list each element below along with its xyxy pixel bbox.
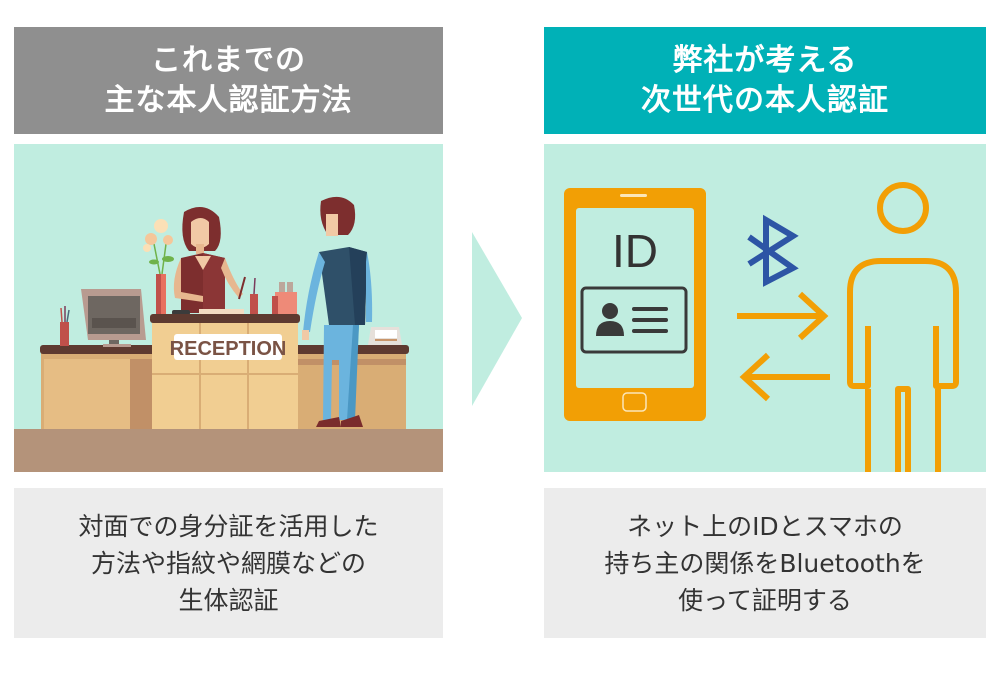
side-desk-left — [40, 345, 162, 429]
digital-id-illustration: ID — [544, 144, 986, 472]
receptionist — [172, 207, 246, 315]
pen-cup — [60, 306, 70, 346]
arrow-right-icon — [737, 291, 829, 341]
reception-counter: RECEPTION — [150, 314, 300, 429]
reception-sign-text: RECEPTION — [170, 338, 287, 360]
caption-line: ネット上のIDとスマホの — [627, 511, 903, 541]
header-line: 主な本人認証方法 — [104, 82, 353, 118]
next-gen-caption: ネット上のIDとスマホの 持ち主の関係をBluetoothを 使って証明する — [544, 488, 986, 638]
current-methods-header: これまでの 主な本人認証方法 — [14, 27, 443, 134]
pen-cup — [250, 277, 258, 316]
arrow-left-icon — [739, 352, 830, 402]
card-holder — [272, 282, 297, 316]
caption-line: 生体認証 — [178, 585, 279, 615]
transition-arrow-icon — [470, 230, 526, 408]
floor — [14, 429, 443, 472]
person-icon — [847, 182, 959, 472]
bluetooth-icon — [747, 214, 799, 287]
desk-sign — [368, 327, 402, 345]
current-methods-caption: 対面での身分証を活用した 方法や指紋や網膜などの 生体認証 — [14, 488, 443, 638]
caption-line: 方法や指紋や網膜などの — [90, 548, 366, 578]
header-line: これまでの — [151, 42, 306, 78]
header-line: 弊社が考える — [672, 42, 858, 78]
next-gen-header: 弊社が考える 次世代の本人認証 — [544, 27, 986, 134]
caption-line: 対面での身分証を活用した — [78, 511, 379, 541]
flower-vase — [143, 219, 174, 317]
caption-line: 持ち主の関係をBluetoothを — [604, 548, 926, 578]
reception-sign — [174, 334, 282, 360]
computer-monitor — [81, 289, 146, 347]
phone-id-label: ID — [612, 225, 658, 277]
header-line: 次世代の本人認証 — [641, 82, 889, 118]
smartphone-icon: ID — [564, 188, 706, 421]
caption-line: 使って証明する — [678, 585, 852, 615]
customer — [302, 196, 373, 427]
reception-illustration: RECEPTION — [14, 144, 443, 472]
id-card-icon — [580, 286, 688, 354]
